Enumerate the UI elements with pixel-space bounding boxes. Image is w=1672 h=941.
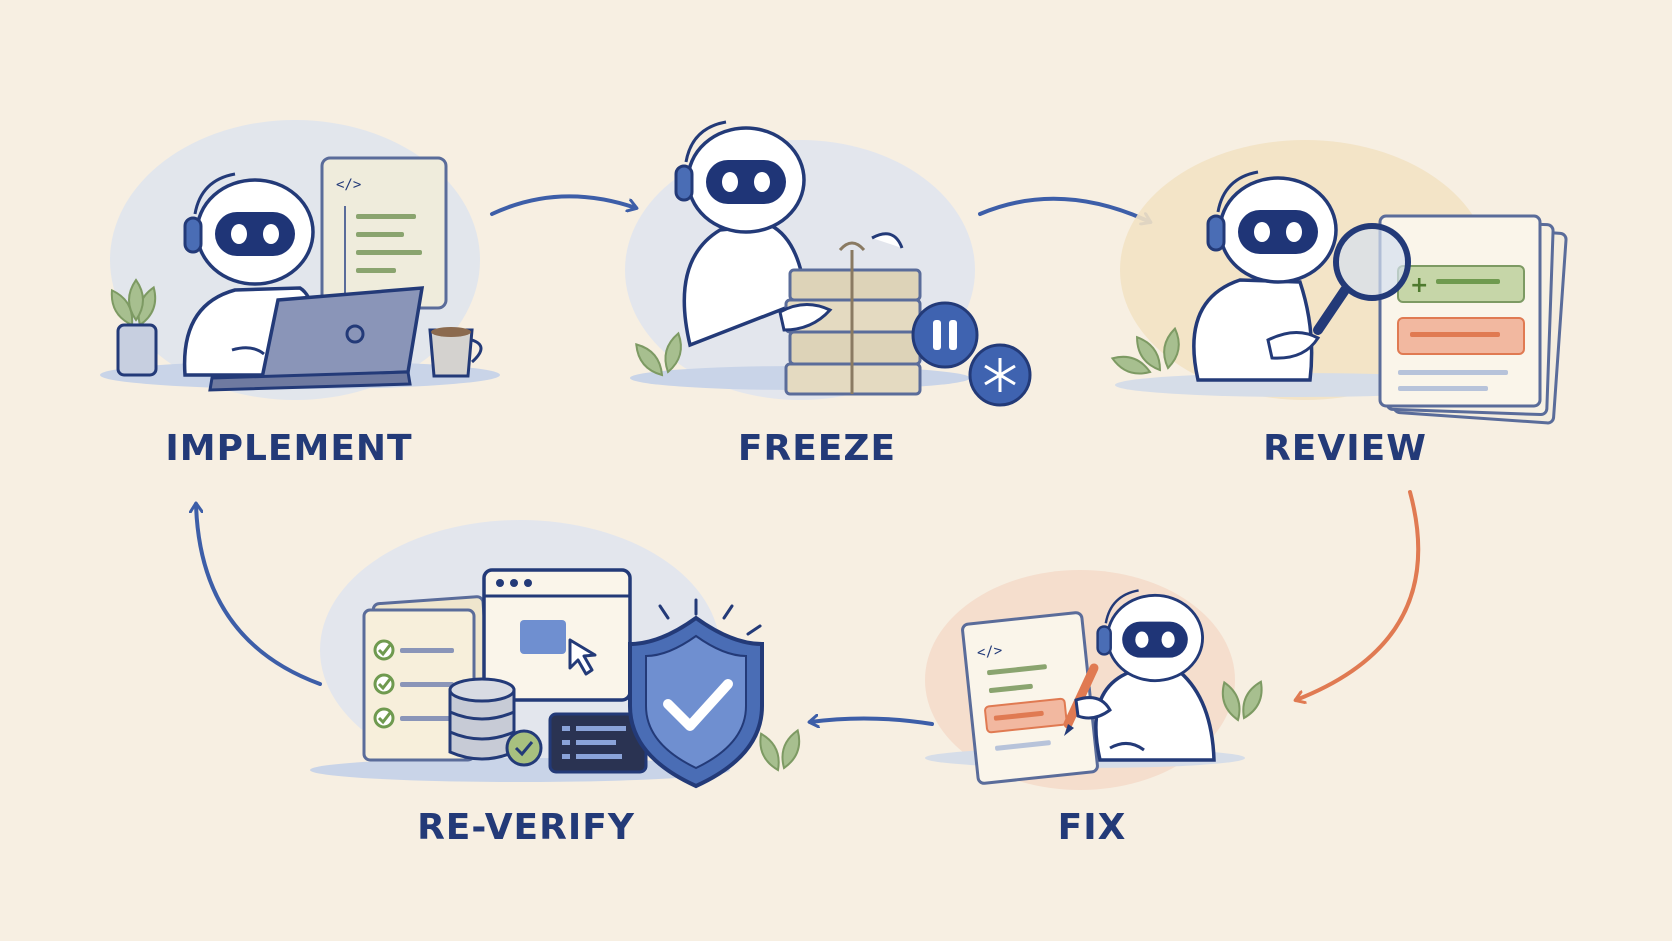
terminal-icon xyxy=(548,712,648,774)
freeze-illustration xyxy=(625,120,1032,407)
plant-icon xyxy=(753,727,806,774)
stage-label-reverify: RE-VERIFY xyxy=(417,807,635,848)
svg-text:+: + xyxy=(1410,273,1428,298)
browser-window-icon xyxy=(482,568,632,702)
arrow-fix-to-reverify xyxy=(810,718,934,724)
arrow-freeze-to-review xyxy=(978,196,1150,222)
snowflake-icon xyxy=(968,343,1032,407)
arrow-review-to-fix xyxy=(1296,490,1421,700)
stage-label-fix: FIX xyxy=(1057,807,1127,848)
mug-icon xyxy=(428,327,483,378)
implement-illustration: </> xyxy=(100,120,500,400)
fix-illustration: </> xyxy=(925,570,1269,790)
stage-label-implement: IMPLEMENT xyxy=(165,428,413,469)
stage-label-freeze: FREEZE xyxy=(737,428,897,469)
code-window-icon: </> xyxy=(320,156,448,310)
arrow-implement-to-freeze xyxy=(490,194,636,216)
reverify-illustration xyxy=(310,520,806,789)
document-stack-icon: + xyxy=(1378,214,1568,425)
code-tag: </> xyxy=(976,643,1003,662)
review-illustration: + xyxy=(1109,140,1568,425)
plant-icon xyxy=(104,279,162,377)
laptop-icon xyxy=(208,286,425,392)
shield-check-icon xyxy=(628,598,764,789)
arrow-reverify-to-implement xyxy=(196,504,322,686)
pencil-icon xyxy=(1063,663,1099,736)
database-icon xyxy=(448,677,543,767)
stage-label-review: REVIEW xyxy=(1263,428,1427,469)
code-tag: </> xyxy=(336,177,361,193)
magnifier-icon xyxy=(1313,223,1411,335)
code-document-icon: </> xyxy=(961,611,1099,785)
pause-icon xyxy=(911,301,979,369)
